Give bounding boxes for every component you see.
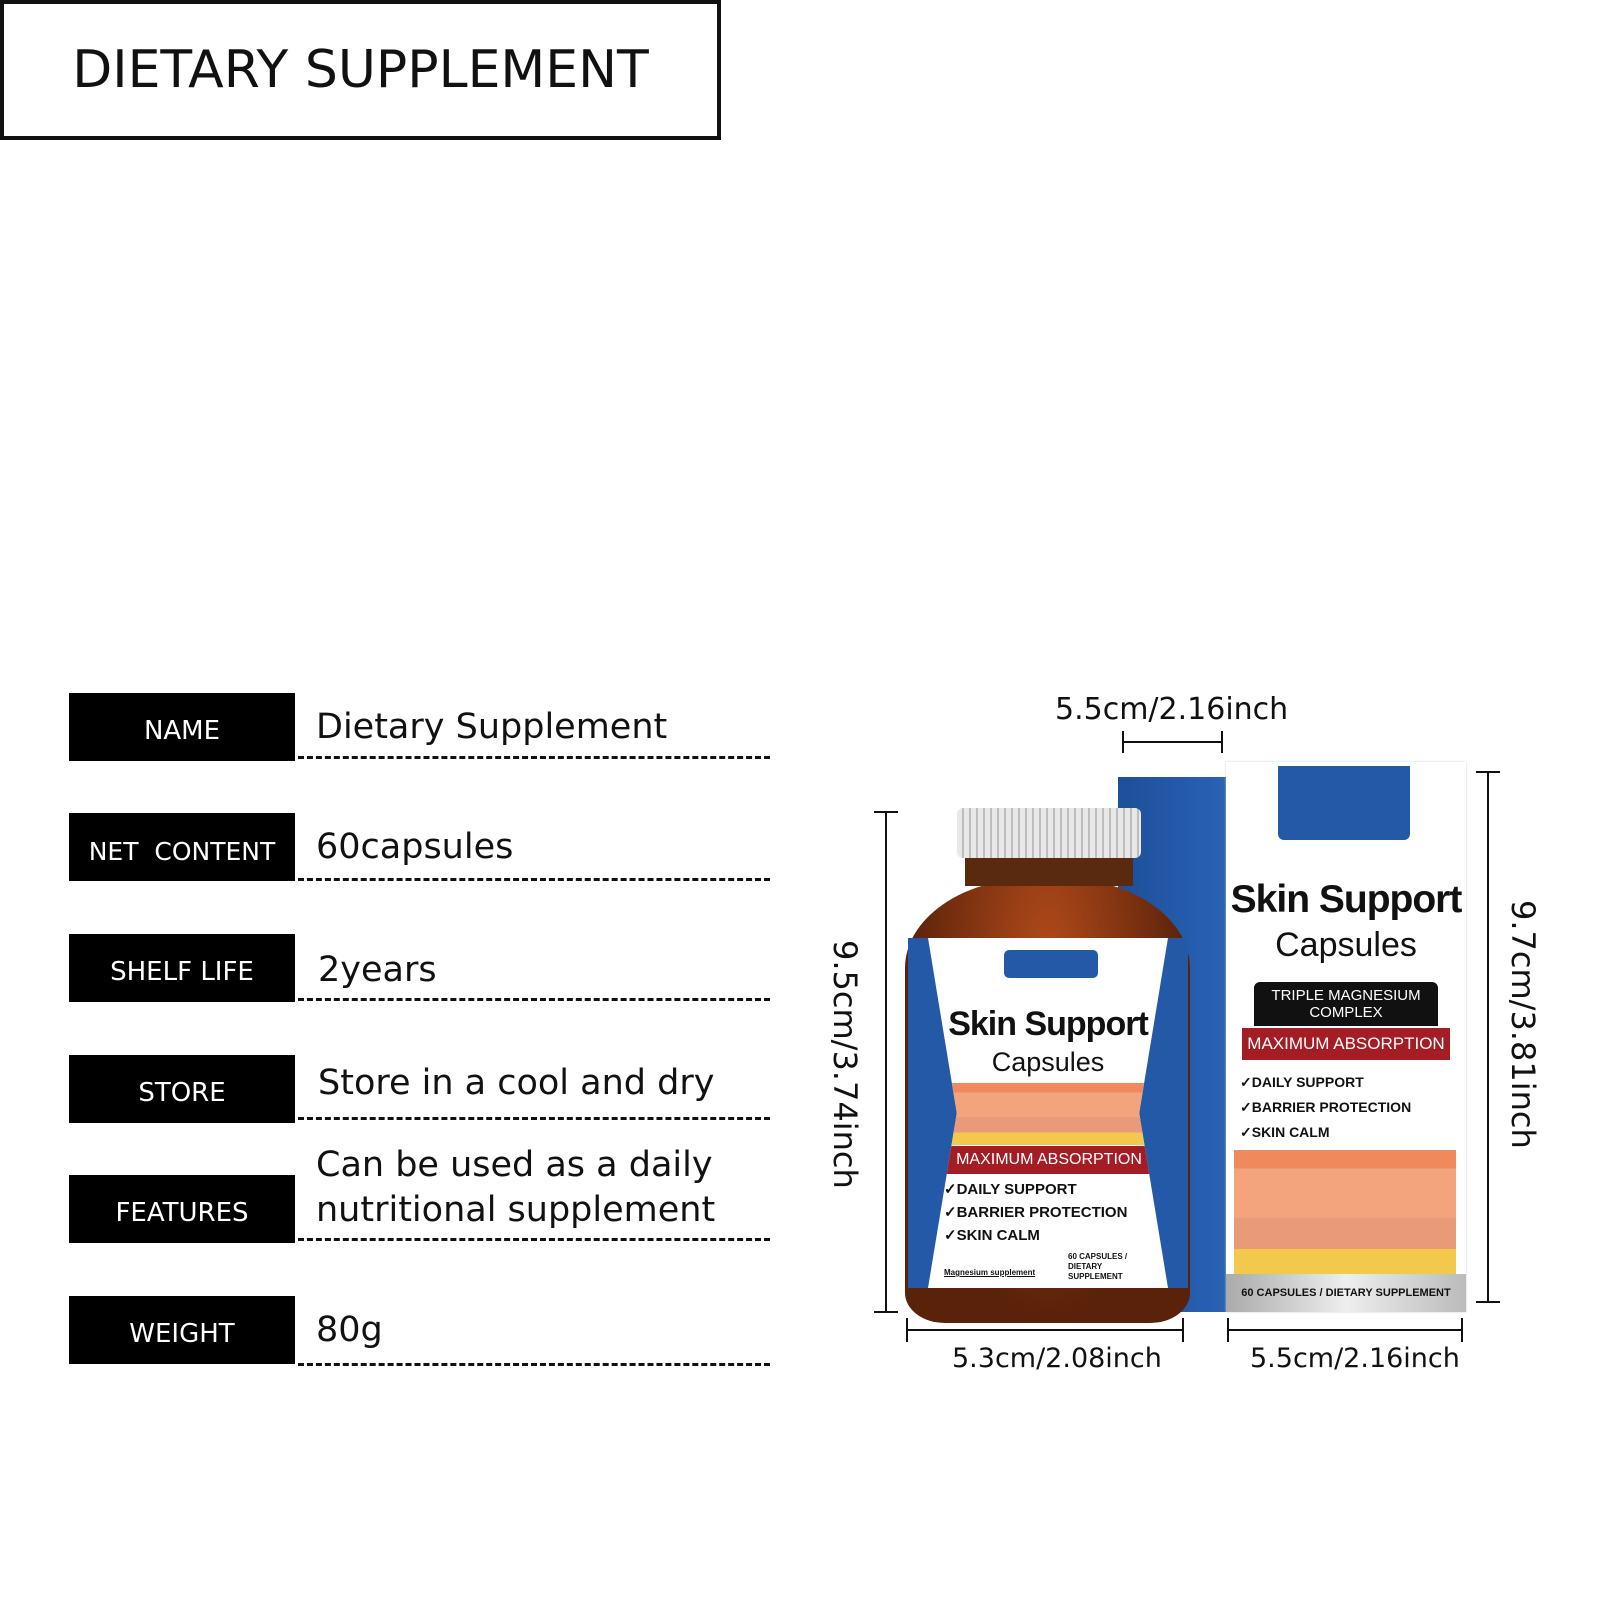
box-benefits: ✓DAILY SUPPORT ✓BARRIER PROTECTION ✓SKIN…: [1240, 1070, 1411, 1145]
benefit-item: ✓SKIN CALM: [1240, 1124, 1330, 1140]
bottle-ribbon: MAXIMUM ABSORPTION: [936, 1146, 1162, 1174]
spec-value-features: Can be used as a daily nutritional suppl…: [316, 1145, 716, 1230]
dimension-line: [1227, 1329, 1463, 1331]
skin-illustration: [944, 1083, 1154, 1145]
bottle-benefits: ✓DAILY SUPPORT ✓BARRIER PROTECTION ✓SKIN…: [944, 1178, 1127, 1247]
divider: [298, 1363, 770, 1366]
skin-illustration: [1234, 1150, 1456, 1274]
box-width-label: 5.5cm/2.16inch: [1250, 1343, 1460, 1374]
dimension-tick: [906, 1318, 908, 1342]
dimension-tick: [1476, 1301, 1500, 1303]
benefit-item: ✓DAILY SUPPORT: [1240, 1074, 1364, 1090]
benefit-item: ✓BARRIER PROTECTION: [944, 1204, 1128, 1221]
spec-value-net-content: 60capsules: [316, 827, 514, 867]
bottle-label: Skin Support Capsules MAXIMUM ABSORPTION…: [908, 938, 1188, 1288]
bottle-product-name: Skin Support: [948, 1005, 1149, 1043]
check-icon: ✓: [1240, 1074, 1252, 1090]
bottle-cap: [957, 808, 1141, 858]
box-ribbon: MAXIMUM ABSORPTION: [1242, 1028, 1450, 1060]
check-icon: ✓: [1240, 1099, 1252, 1115]
box-product-form: Capsules: [1275, 926, 1417, 964]
bottle-height-label: 9.5cm/3.74inch: [826, 940, 864, 1189]
label-white: Skin Support Capsules MAXIMUM ABSORPTION…: [928, 938, 1168, 1288]
dimension-line: [1122, 741, 1223, 743]
spec-label-shelf-life: SHELF LIFE: [69, 934, 295, 1002]
box-footer: 60 CAPSULES / DIETARY SUPPLEMENT: [1226, 1274, 1466, 1312]
dimension-tick: [1221, 731, 1223, 753]
blue-tab: [1278, 766, 1410, 840]
box-height-label: 9.7cm/3.81inch: [1504, 900, 1542, 1149]
product-bottle: Skin Support Capsules MAXIMUM ABSORPTION…: [905, 808, 1190, 1323]
spec-value-name: Dietary Supplement: [316, 707, 668, 747]
divider: [298, 1238, 770, 1241]
dimension-tick: [1476, 771, 1500, 773]
dimension-tick: [1182, 1318, 1184, 1342]
spec-value-weight: 80g: [316, 1310, 383, 1350]
spec-label-name: NAME: [69, 693, 295, 761]
bottle-footer-left: Magnesium supplement: [944, 1268, 1036, 1277]
bottle-footer-right: 60 CAPSULES / DIETARY SUPPLEMENT: [1068, 1252, 1128, 1281]
bottle-product-form: Capsules: [991, 1047, 1105, 1077]
benefit-item: ✓BARRIER PROTECTION: [1240, 1099, 1412, 1115]
spec-label-store: STORE: [69, 1055, 295, 1123]
title-box: DIETARY SUPPLEMENT: [0, 0, 721, 140]
check-icon: ✓: [944, 1227, 957, 1244]
check-icon: ✓: [944, 1181, 957, 1198]
divider: [298, 756, 770, 759]
dimension-tick: [1461, 1318, 1463, 1342]
spec-label-net-content: NET CONTENT: [69, 813, 295, 881]
spec-value-shelf-life: 2years: [318, 950, 437, 990]
dimension-tick: [1122, 731, 1124, 753]
dimension-tick: [874, 1311, 898, 1313]
check-icon: ✓: [944, 1204, 957, 1221]
divider: [298, 998, 770, 1001]
bottle-neck: [965, 856, 1133, 886]
divider: [298, 878, 770, 881]
check-icon: ✓: [1240, 1124, 1252, 1140]
page-title: DIETARY SUPPLEMENT: [72, 40, 649, 100]
spec-value-store: Store in a cool and dry: [318, 1063, 715, 1103]
divider: [298, 1117, 770, 1120]
benefit-item: ✓SKIN CALM: [944, 1227, 1040, 1244]
dimension-line: [885, 811, 887, 1313]
dimension-line: [906, 1329, 1184, 1331]
dimension-tick: [1227, 1318, 1229, 1342]
blue-tab: [1004, 950, 1098, 978]
dimension-tick: [874, 811, 898, 813]
box-front: Skin Support Capsules TRIPLE MAGNESIUM C…: [1226, 762, 1466, 1312]
bottle-width-label: 5.3cm/2.08inch: [952, 1343, 1162, 1374]
dimension-line: [1487, 771, 1489, 1303]
box-product-name: Skin Support: [1230, 878, 1463, 921]
box-depth-label: 5.5cm/2.16inch: [1055, 692, 1289, 727]
complex-badge: TRIPLE MAGNESIUM COMPLEX: [1254, 982, 1438, 1026]
spec-label-features: FEATURES: [69, 1175, 295, 1243]
benefit-item: ✓DAILY SUPPORT: [944, 1181, 1077, 1198]
spec-label-weight: WEIGHT: [69, 1296, 295, 1364]
